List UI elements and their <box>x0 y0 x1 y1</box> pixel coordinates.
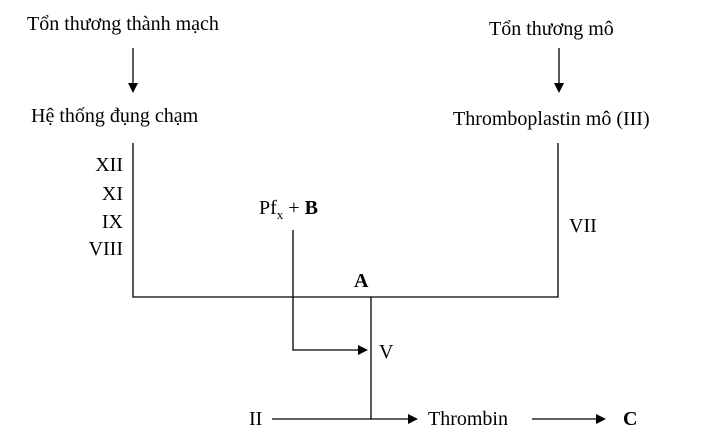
pf-b-label: Pfx + B <box>259 196 318 222</box>
arrowhead-c <box>596 414 606 424</box>
label-a: A <box>354 270 369 292</box>
factor-vii: VII <box>569 215 597 237</box>
thrombin-label: Thrombin <box>428 408 508 430</box>
factor-ii: II <box>249 408 263 430</box>
tissue-thromboplastin-label: Thromboplastin mô (III) <box>453 108 650 130</box>
arrowhead-vascular <box>128 83 138 93</box>
pf-text: Pf <box>259 197 277 219</box>
label-c: C <box>623 408 638 430</box>
factor-viii: VIII <box>88 238 123 260</box>
factor-ix: IX <box>101 211 123 233</box>
factor-v: V <box>379 341 394 363</box>
factor-xi: XI <box>101 183 123 205</box>
pf-subscript: x <box>276 207 284 222</box>
pathway-bracket <box>132 143 559 298</box>
arrowhead-tissue <box>554 83 564 93</box>
vascular-injury-label: Tổn thương thành mạch <box>27 13 219 35</box>
arrowhead-to-v <box>358 345 368 355</box>
label-b: B <box>304 197 318 219</box>
arrowhead-thrombin <box>408 414 418 424</box>
tissue-injury-label: Tổn thương mô <box>489 18 614 40</box>
factor-xii: XII <box>95 154 123 176</box>
contact-system-label: Hệ thống đụng chạm <box>31 105 199 127</box>
pf-plus: + <box>283 197 305 219</box>
pf-line <box>292 230 360 351</box>
